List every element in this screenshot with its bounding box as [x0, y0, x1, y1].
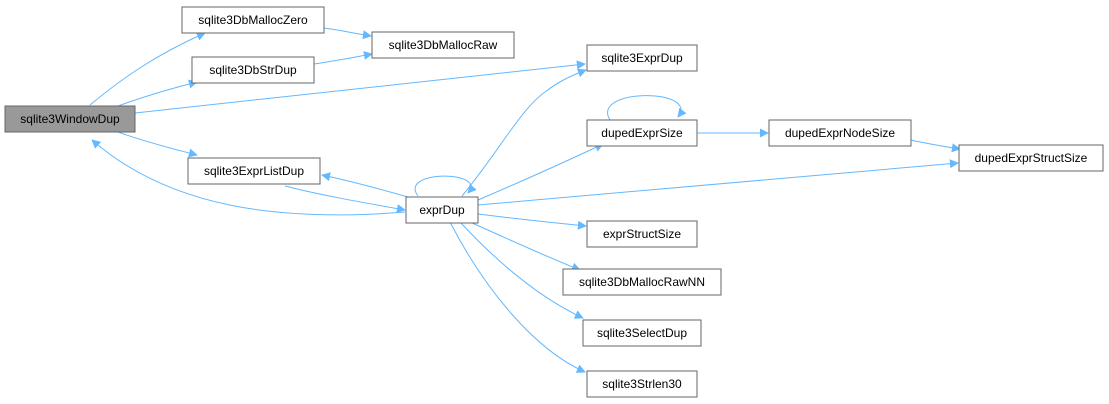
edge-exprDup-to-sqlite3Strlen30	[449, 221, 586, 373]
edge-exprDup-to-sqlite3WindowDup	[91, 139, 406, 216]
edge-exprDup-to-sqlite3DbMallocRawNN	[469, 221, 581, 272]
edge-sqlite3WindowDup-to-sqlite3ExprDup	[134, 60, 586, 114]
node-exprStructSize[interactable]: exprStructSize	[586, 220, 698, 248]
node-sqlite3ExprDup[interactable]: sqlite3ExprDup	[586, 44, 698, 72]
edge-sqlite3WindowDup-to-sqlite3DbStrDup	[117, 79, 198, 107]
node-label: sqlite3DbMallocRawNN	[579, 275, 705, 289]
node-sqlite3DbMallocRaw[interactable]: sqlite3DbMallocRaw	[371, 31, 515, 59]
edge-sqlite3WindowDup-to-sqlite3ExprListDup	[117, 131, 198, 158]
node-label: sqlite3Strlen30	[602, 377, 682, 391]
edge-exprDup-to-exprStructSize	[477, 213, 587, 230]
node-sqlite3WindowDup[interactable]: sqlite3WindowDup	[4, 105, 136, 133]
node-label: sqlite3WindowDup	[20, 112, 120, 126]
node-sqlite3DbStrDup[interactable]: sqlite3DbStrDup	[191, 56, 315, 84]
edge-sqlite3ExprListDup-to-exprDup	[284, 185, 406, 214]
edge-dupedExprNodeSize-to-dupedExprStructSize	[909, 139, 961, 153]
node-label: sqlite3DbMallocZero	[198, 13, 308, 27]
edge-sqlite3DbMallocZero-to-sqlite3DbMallocRaw	[323, 27, 372, 40]
node-sqlite3DbMallocRawNN[interactable]: sqlite3DbMallocRawNN	[562, 268, 722, 296]
edge-dupedExprSize-self-loop	[607, 95, 687, 121]
node-label: dupedExprNodeSize	[785, 126, 895, 140]
node-label: dupedExprStructSize	[975, 151, 1088, 165]
edge-exprDup-to-sqlite3ExprListDup	[321, 172, 409, 198]
node-sqlite3ExprListDup[interactable]: sqlite3ExprListDup	[187, 157, 321, 185]
node-label: sqlite3ExprListDup	[204, 164, 304, 178]
edge-sqlite3DbStrDup-to-sqlite3DbMallocRaw	[313, 51, 373, 65]
node-label: sqlite3SelectDup	[597, 326, 687, 340]
node-dupedExprSize[interactable]: dupedExprSize	[586, 119, 698, 147]
edges-layer	[89, 27, 961, 373]
node-label: sqlite3DbMallocRaw	[389, 38, 498, 52]
node-dupedExprStructSize[interactable]: dupedExprStructSize	[958, 144, 1104, 172]
node-label: sqlite3ExprDup	[601, 51, 683, 65]
node-sqlite3DbMallocZero[interactable]: sqlite3DbMallocZero	[181, 6, 325, 34]
node-dupedExprNodeSize[interactable]: dupedExprNodeSize	[768, 119, 912, 147]
edge-exprDup-to-sqlite3SelectDup	[459, 221, 584, 319]
edge-exprDup-to-sqlite3ExprDup	[461, 68, 587, 197]
node-label: exprStructSize	[603, 227, 681, 241]
node-label: sqlite3DbStrDup	[209, 63, 297, 77]
edge-exprDup-self-loop	[414, 175, 477, 197]
node-sqlite3Strlen30[interactable]: sqlite3Strlen30	[586, 370, 698, 398]
node-label: dupedExprSize	[601, 126, 683, 140]
node-sqlite3SelectDup[interactable]: sqlite3SelectDup	[582, 319, 702, 347]
node-exprDup[interactable]: exprDup	[405, 196, 479, 224]
edge-exprDup-to-dupedExprStructSize	[477, 159, 959, 206]
node-label: exprDup	[419, 203, 465, 217]
nodes-layer: sqlite3WindowDup sqlite3DbMallocZero sql…	[4, 6, 1104, 398]
edge-sqlite3WindowDup-to-sqlite3DbMallocZero	[89, 32, 206, 106]
edge-exprDup-to-dupedExprSize	[477, 143, 604, 201]
